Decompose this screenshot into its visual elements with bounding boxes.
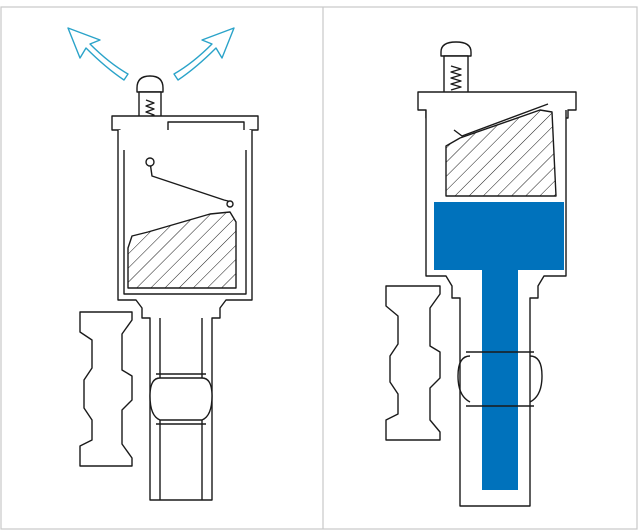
float-hatched bbox=[127, 211, 237, 289]
water-fill bbox=[434, 202, 564, 490]
valve-spring-right bbox=[450, 65, 462, 91]
float-hinge bbox=[226, 200, 234, 208]
valve-cap-right bbox=[440, 41, 472, 57]
float-hatched-right bbox=[445, 109, 557, 197]
ball-valve bbox=[149, 377, 213, 421]
side-connector bbox=[79, 311, 133, 467]
vent-arrow-left-icon bbox=[67, 27, 129, 81]
diagram-frame bbox=[0, 6, 638, 530]
vent-arrow-right-icon bbox=[173, 27, 235, 81]
lever-pivot bbox=[145, 157, 155, 167]
valve-cap bbox=[136, 75, 164, 93]
panel-left-venting bbox=[67, 27, 259, 501]
float-lever-right bbox=[453, 103, 549, 137]
body-inner bbox=[123, 150, 247, 295]
ball-valve-right bbox=[457, 355, 543, 403]
body-outer bbox=[117, 130, 253, 501]
side-connector-right bbox=[385, 285, 441, 441]
panel-right-filled bbox=[385, 41, 577, 507]
